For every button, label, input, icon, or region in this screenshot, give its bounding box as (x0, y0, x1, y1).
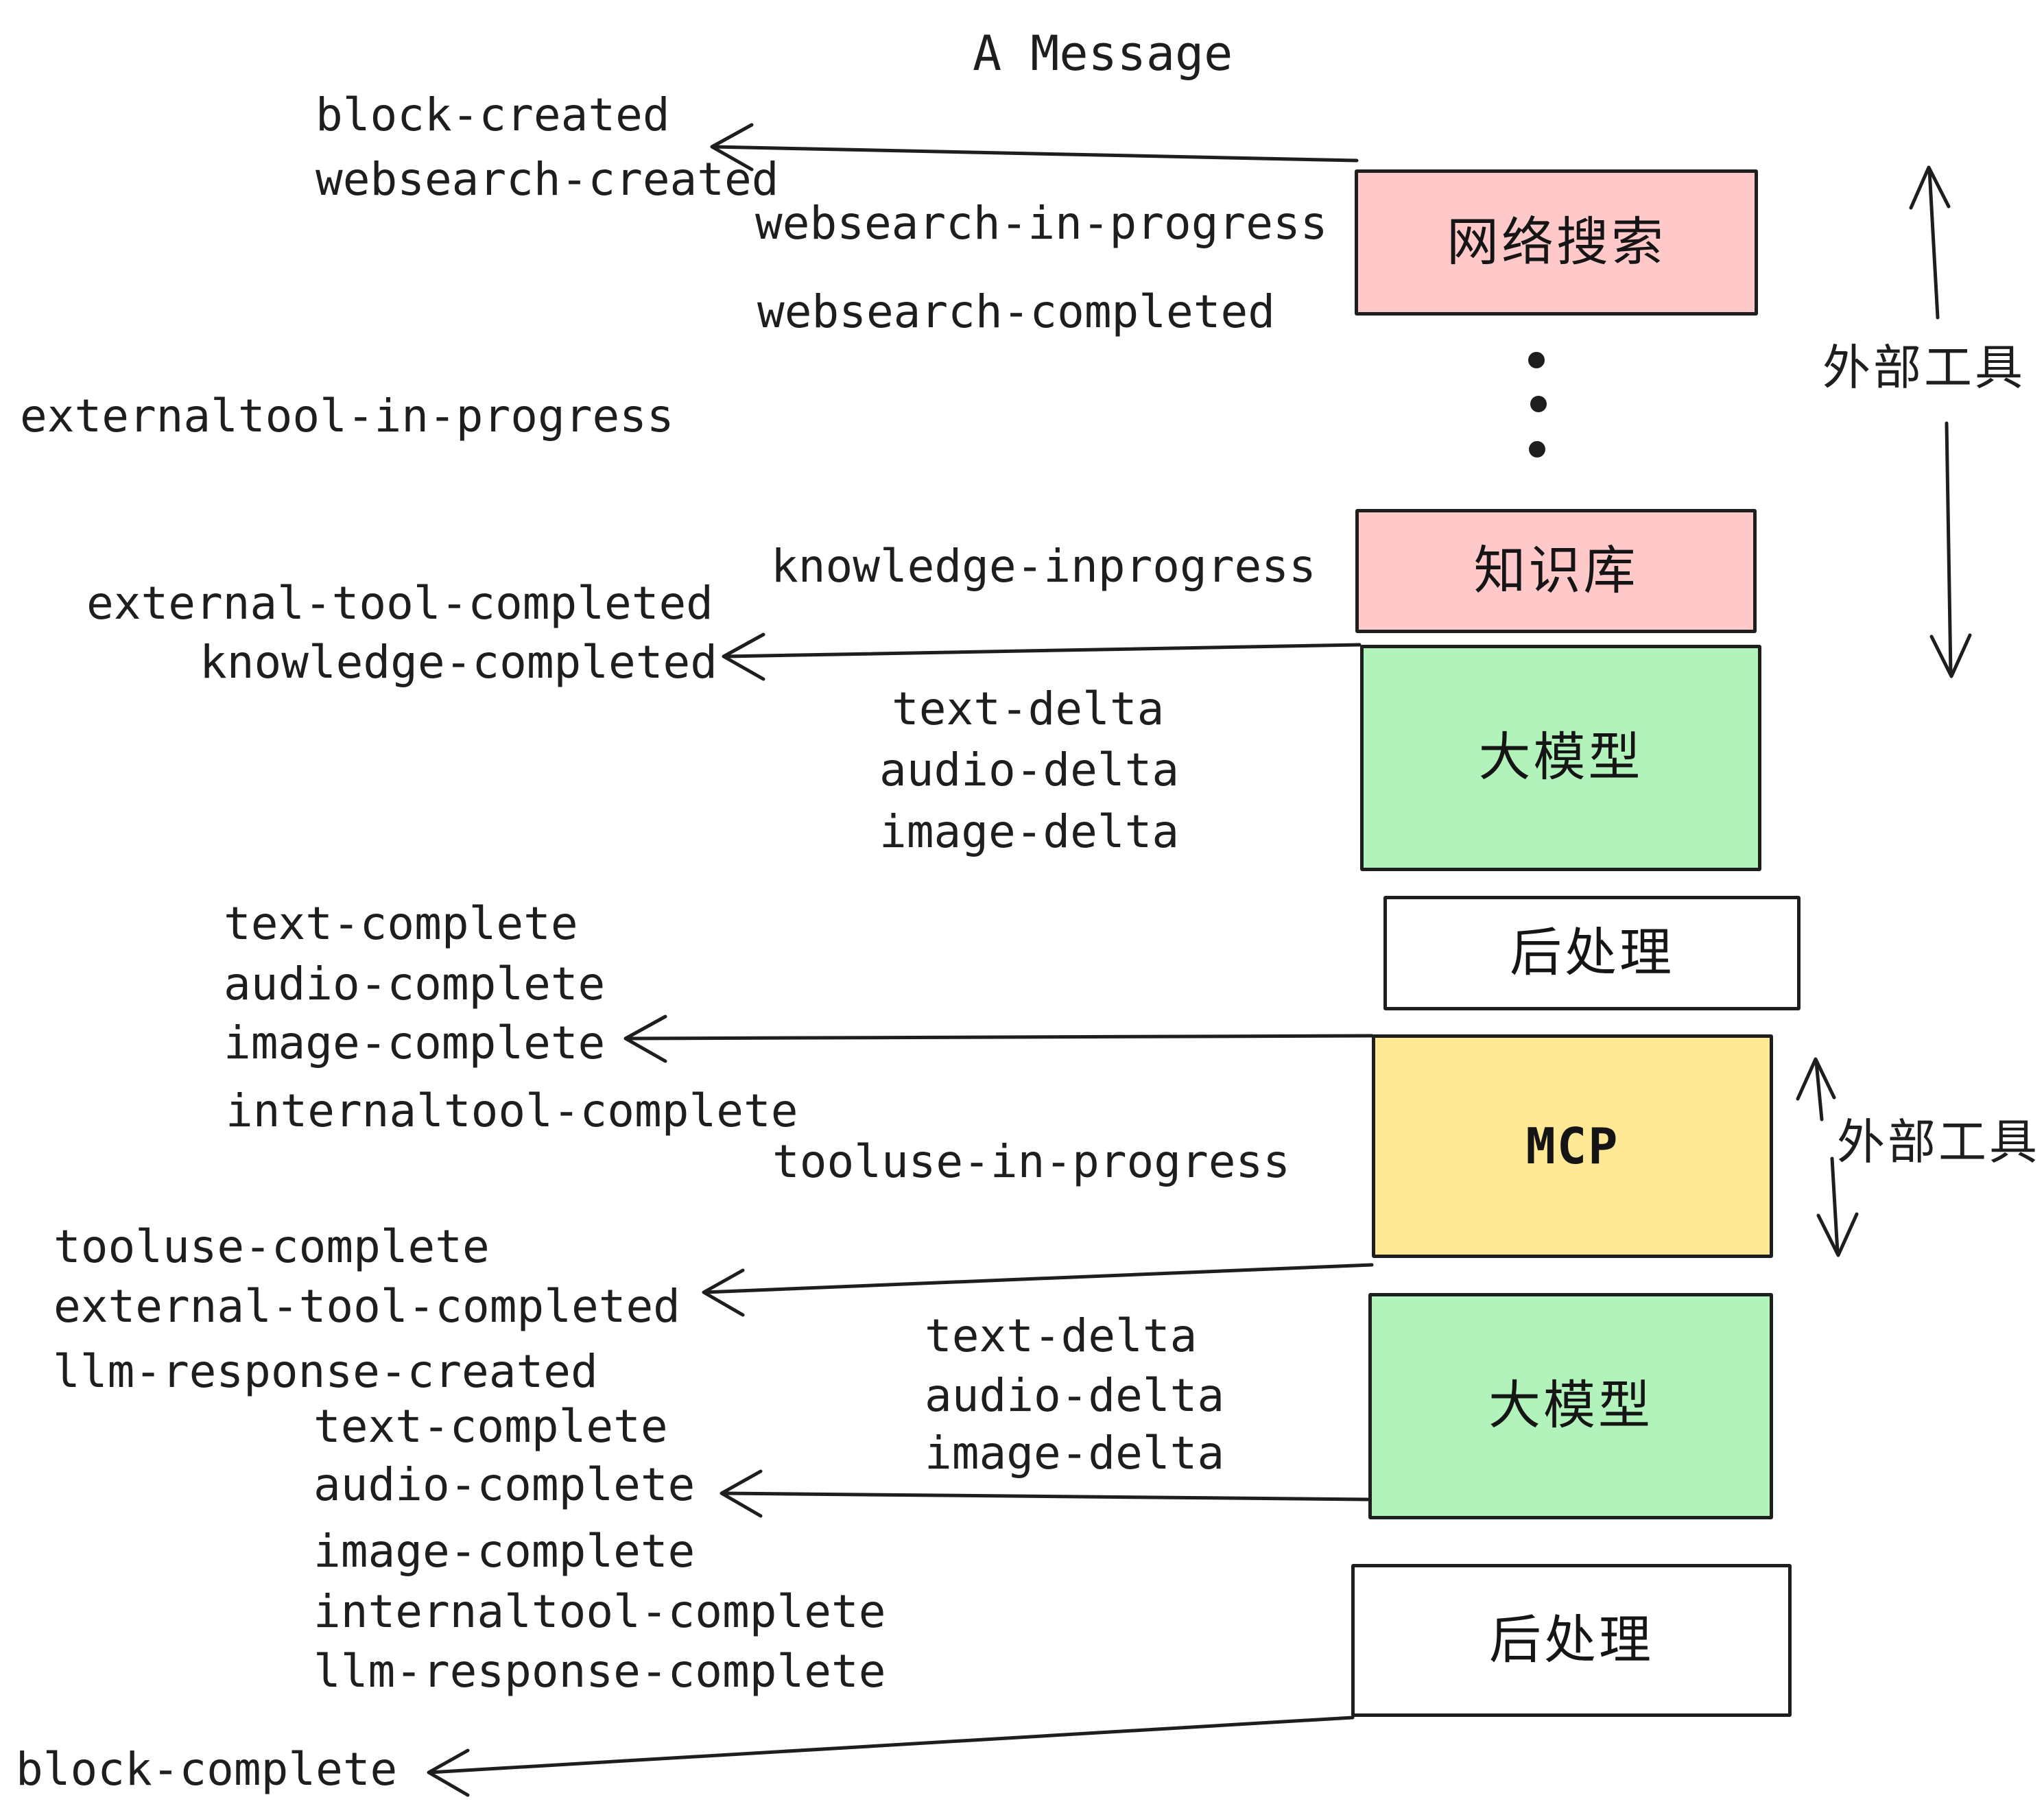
event-label-tooluse-in-progress: tooluse-in-progress (772, 1135, 1290, 1188)
box-postprocess-2-label: 后处理 (1489, 1611, 1654, 1670)
box-llm-1: 大模型 (1360, 645, 1761, 871)
event-label-text-complete-2: text-complete (313, 1400, 668, 1453)
arrow-to-block-complete (427, 1716, 1355, 1797)
event-label-audio-complete-1: audio-complete (224, 958, 606, 1010)
event-label-external-tool-completed-2: external-tool-completed (54, 1280, 680, 1333)
box-websearch-label: 网络搜索 (1447, 213, 1666, 272)
diagram-title: A Message (973, 25, 1233, 82)
event-label-audio-complete-2: audio-complete (313, 1458, 696, 1511)
event-label-internaltool-complete-2: internaltool-complete (313, 1585, 886, 1638)
event-label-internaltool-complete-1: internaltool-complete (226, 1084, 798, 1137)
ellipsis-dots-icon (1528, 352, 1547, 458)
box-postprocess-1: 后处理 (1383, 896, 1801, 1010)
event-label-knowledge-completed: knowledge-completed (200, 636, 717, 689)
event-label-llm-response-complete: llm-response-complete (313, 1645, 886, 1698)
arrow-up-external-tools-2 (1796, 1057, 1836, 1121)
event-label-image-complete-1: image-complete (224, 1017, 606, 1069)
box-websearch: 网络搜索 (1355, 169, 1758, 316)
event-label-websearch-created: websearch-created (316, 153, 779, 206)
event-label-audio-delta-1: audio-delta (879, 744, 1180, 796)
arrow-to-block-created (710, 123, 1359, 171)
side-label-external-tools-2: 外部工具 (1837, 1115, 2040, 1169)
arrow-down-external-tools-2 (1816, 1156, 1859, 1257)
box-mcp: MCP (1372, 1034, 1773, 1258)
arrow-down-external-tools-1 (1929, 421, 1972, 678)
arrow-to-knowledge-completed (722, 632, 1362, 681)
box-postprocess-2: 后处理 (1351, 1564, 1792, 1717)
box-knowledge-label: 知识库 (1473, 541, 1639, 600)
box-mcp-label: MCP (1525, 1117, 1619, 1175)
event-label-image-complete-2: image-complete (313, 1525, 696, 1578)
box-knowledge: 知识库 (1355, 509, 1757, 633)
arrow-to-audio-complete (720, 1469, 1370, 1518)
event-label-external-tool-completed: external-tool-completed (86, 577, 713, 630)
event-label-text-delta-1: text-delta (892, 683, 1165, 735)
box-llm-2-label: 大模型 (1488, 1377, 1653, 1435)
event-label-text-complete-1: text-complete (224, 897, 578, 950)
event-label-websearch-completed: websearch-completed (757, 285, 1275, 338)
box-postprocess-1-label: 后处理 (1510, 923, 1674, 982)
event-label-websearch-in-progress: websearch-in-progress (755, 197, 1328, 250)
event-label-image-delta-2: image-delta (925, 1427, 1225, 1480)
event-label-llm-response-created: llm-response-created (53, 1345, 598, 1398)
side-label-external-tools-1: 外部工具 (1822, 341, 2025, 394)
arrow-to-image-complete (623, 1014, 1374, 1063)
box-llm-2: 大模型 (1368, 1293, 1773, 1519)
event-label-knowledge-inprogress: knowledge-inprogress (771, 540, 1316, 593)
event-label-image-delta-1: image-delta (879, 805, 1180, 858)
event-label-block-created: block-created (316, 88, 670, 141)
event-label-audio-delta-2: audio-delta (925, 1369, 1225, 1422)
event-label-tooluse-complete: tooluse-complete (54, 1220, 490, 1273)
arrow-up-external-tools-1 (1909, 165, 1951, 320)
box-llm-1-label: 大模型 (1478, 728, 1643, 787)
arrow-to-tooluse-complete (702, 1263, 1374, 1317)
event-label-block-complete: block-complete (16, 1743, 398, 1796)
event-label-text-delta-2: text-delta (925, 1309, 1198, 1362)
event-label-externaltool-in-progress: externaltool-in-progress (20, 390, 674, 442)
